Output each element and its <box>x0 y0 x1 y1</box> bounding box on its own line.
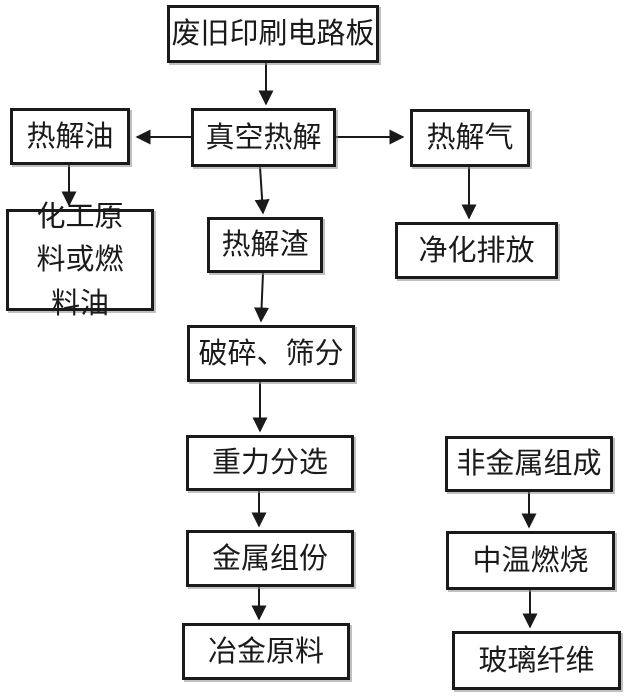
node-waste-pcb-label: 废旧印刷电路板 <box>171 16 375 51</box>
node-waste-pcb: 废旧印刷电路板 <box>167 5 379 63</box>
node-metal-fraction-label: 金属组份 <box>211 540 328 575</box>
node-metallurgy-material-label: 冶金原料 <box>207 633 324 668</box>
node-vacuum-pyrolysis: 真空热解 <box>191 108 336 167</box>
node-vacuum-pyrolysis-label: 真空热解 <box>205 119 322 154</box>
node-pyrolysis-gas: 热解气 <box>410 109 530 167</box>
node-pyrolysis-oil-label: 热解油 <box>26 118 114 153</box>
node-nonmetal-fraction-label: 非金属组成 <box>456 446 602 481</box>
node-metallurgy-material: 冶金原料 <box>182 623 350 680</box>
arrow-vacuum-to-residue <box>254 166 270 215</box>
node-pyrolysis-gas-label: 热解气 <box>426 120 514 155</box>
node-crush-sieve-label: 破碎、筛分 <box>198 335 344 370</box>
node-chemical-or-fuel-oil-label: 化工原料或燃料油 <box>36 198 124 320</box>
node-pyrolysis-oil: 热解油 <box>10 108 130 165</box>
node-gravity-separation-label: 重力分选 <box>211 445 328 480</box>
node-mid-temp-combustion-label: 中温燃烧 <box>472 542 589 577</box>
node-glass-fiber: 玻璃纤维 <box>452 631 621 690</box>
node-mid-temp-combustion: 中温燃烧 <box>446 531 615 590</box>
node-chemical-or-fuel-oil: 化工原料或燃料油 <box>6 199 154 320</box>
node-pyrolysis-residue-label: 热解渣 <box>221 227 309 262</box>
node-glass-fiber-label: 玻璃纤维 <box>478 642 595 677</box>
node-purify-discharge: 净化排放 <box>395 222 558 279</box>
node-purify-discharge-label: 净化排放 <box>418 232 535 267</box>
node-nonmetal-fraction: 非金属组成 <box>445 436 613 492</box>
node-metal-fraction: 金属组份 <box>186 530 354 587</box>
node-pyrolysis-residue: 热解渣 <box>207 217 323 273</box>
arrow-residue-to-crush <box>254 272 270 323</box>
node-crush-sieve: 破碎、筛分 <box>187 325 355 382</box>
node-gravity-separation: 重力分选 <box>186 435 354 491</box>
